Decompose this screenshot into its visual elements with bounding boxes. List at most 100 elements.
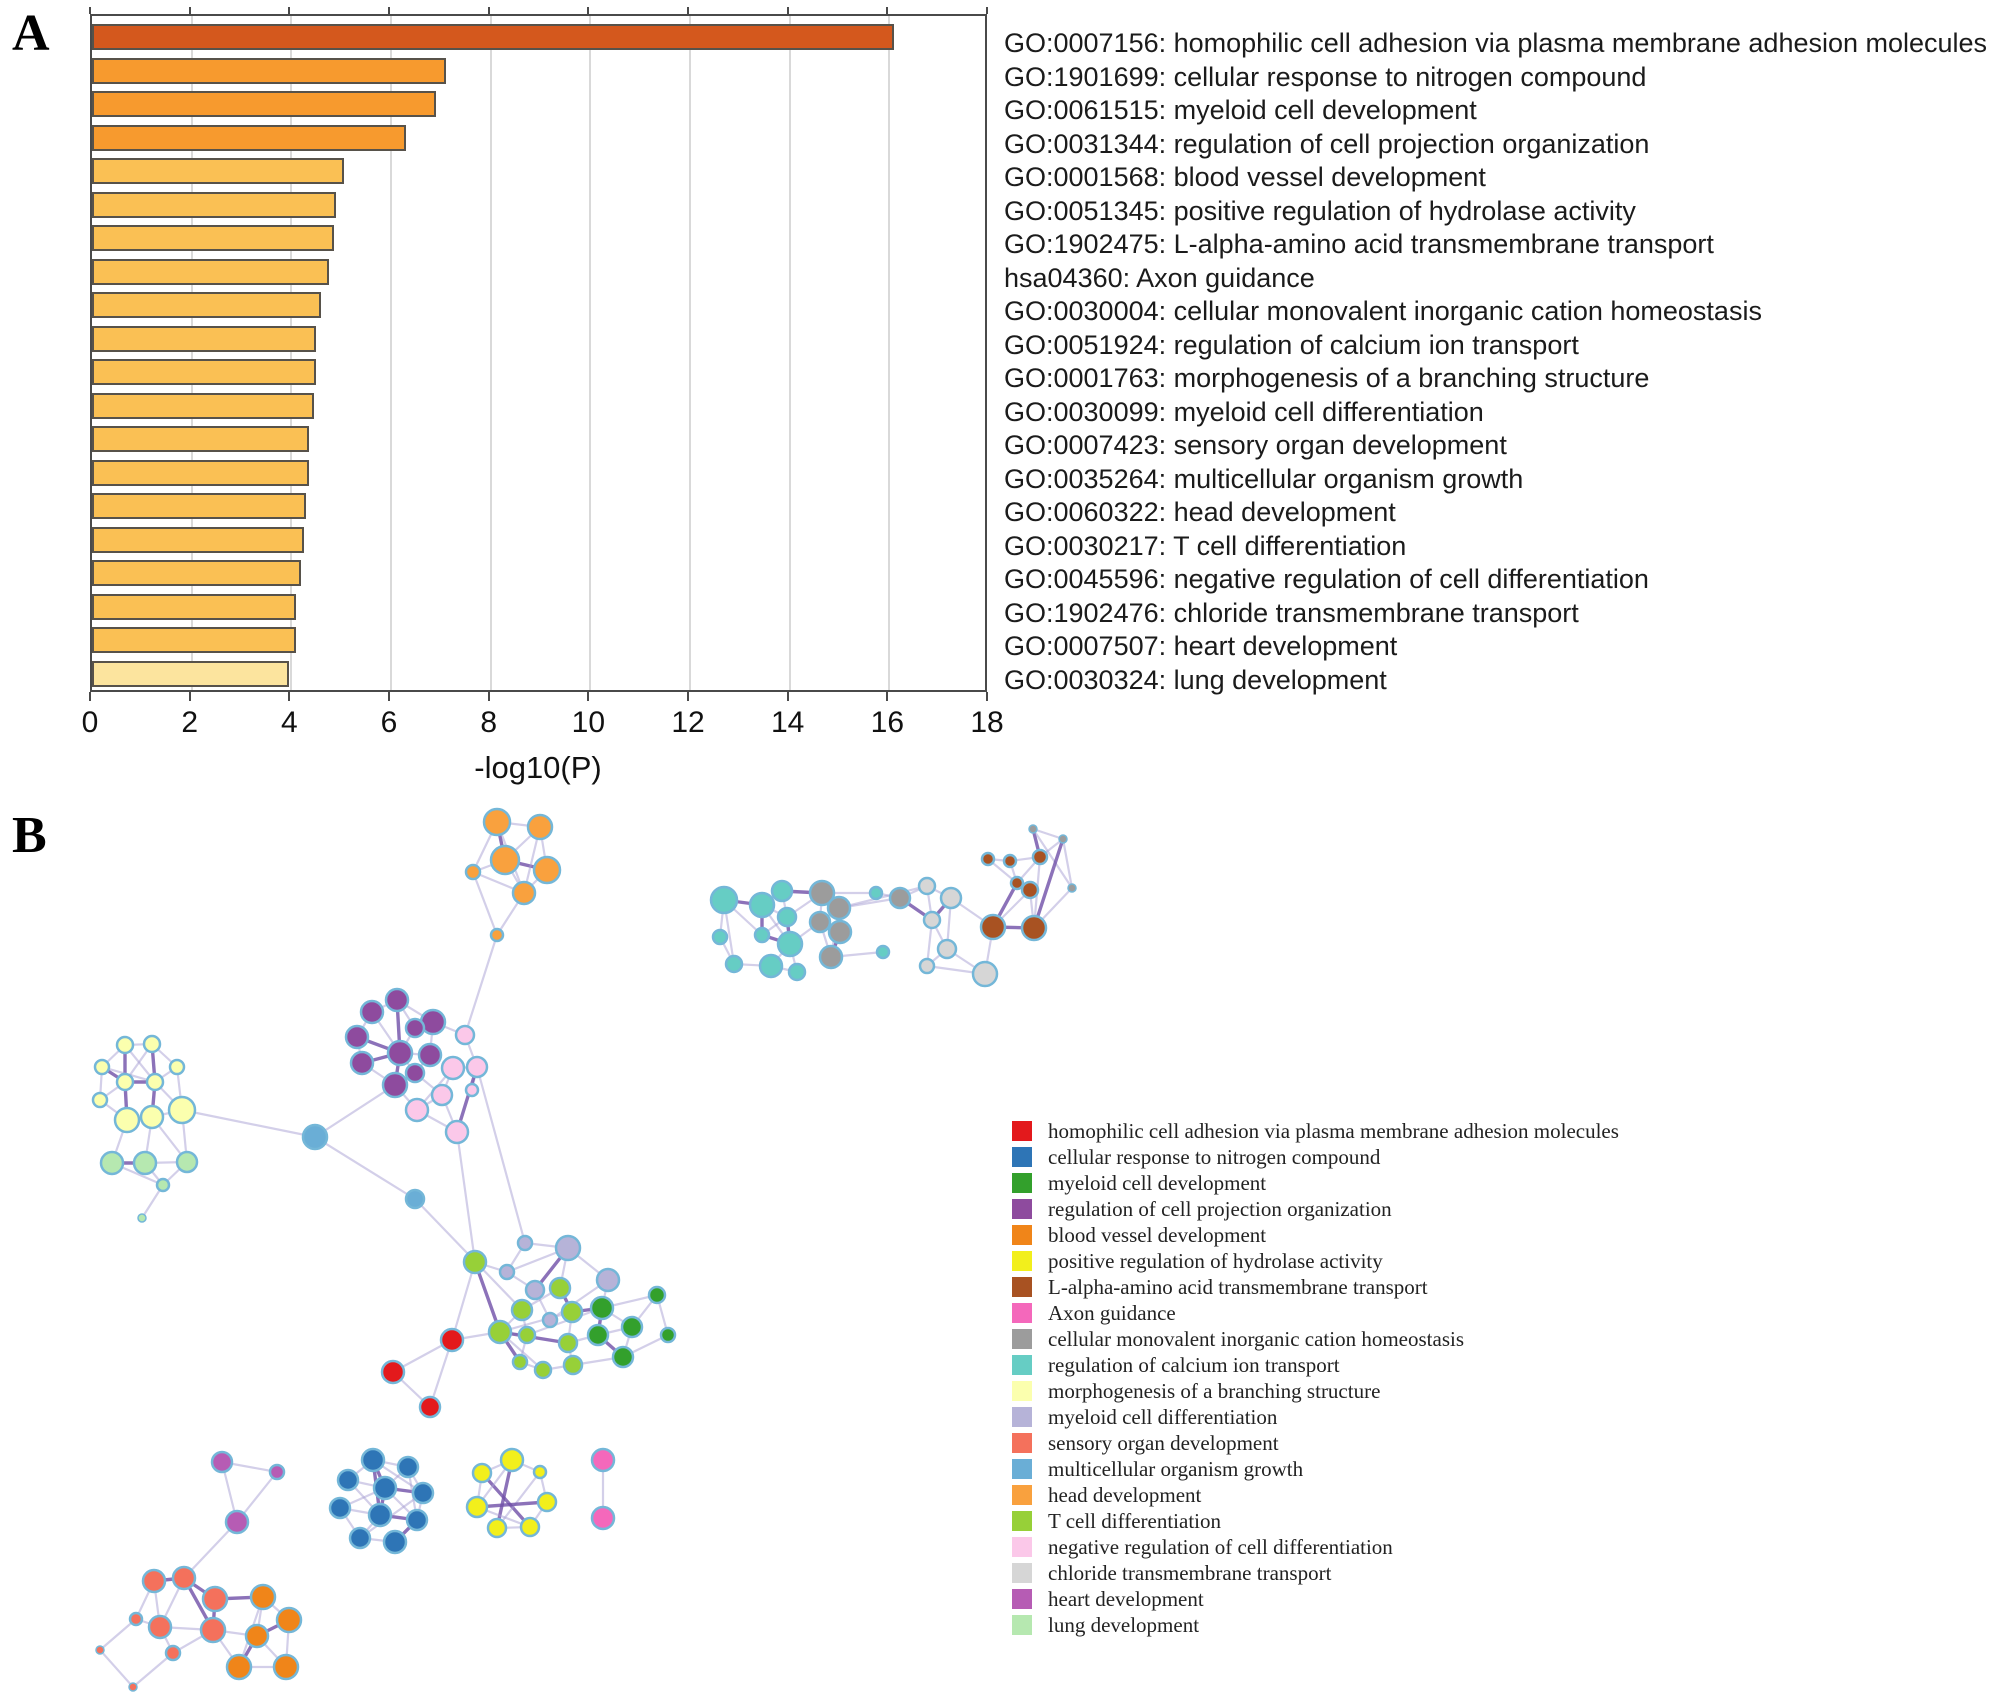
legend-swatch xyxy=(1012,1199,1032,1219)
axis-tick-label: 18 xyxy=(970,706,1004,739)
legend-swatch xyxy=(1012,1433,1032,1453)
bar xyxy=(92,660,289,687)
legend-label: chloride transmembrane transport xyxy=(1048,1561,1332,1585)
network-node xyxy=(1058,834,1068,844)
axis-tick-label: 0 xyxy=(81,706,99,739)
network-node xyxy=(336,1468,360,1492)
bar xyxy=(92,392,314,419)
network-edge xyxy=(473,1260,502,1334)
bar-label: GO:0031344: regulation of cell projectio… xyxy=(1004,128,1650,159)
network-node xyxy=(91,1091,109,1109)
legend-label: L-alpha-amino acid transmembrane transpo… xyxy=(1048,1275,1428,1299)
legend-item: homophilic cell adhesion via plasma memb… xyxy=(1012,1118,1619,1144)
legend-label: head development xyxy=(1048,1483,1202,1507)
gridline xyxy=(689,16,691,690)
network-node xyxy=(659,1326,677,1344)
network-node xyxy=(444,1119,470,1145)
network-node xyxy=(590,1505,616,1531)
legend-label: lung development xyxy=(1048,1613,1200,1637)
axis-tick xyxy=(786,692,789,701)
network-node xyxy=(1067,883,1077,893)
network-node xyxy=(486,1517,508,1539)
legend-item: Axon guidance xyxy=(1012,1300,1176,1326)
bar xyxy=(92,426,309,452)
network-edge xyxy=(837,884,929,910)
legend-swatch xyxy=(1012,1121,1032,1141)
network-edge xyxy=(450,1260,477,1342)
legend-swatch xyxy=(1012,1459,1032,1479)
network-node xyxy=(349,1050,375,1076)
network-node xyxy=(175,1150,199,1174)
axis-tick-label: 14 xyxy=(770,706,805,739)
network-node xyxy=(404,1062,426,1084)
network-node xyxy=(430,1083,454,1107)
network-node xyxy=(709,885,739,915)
network-node xyxy=(489,844,521,876)
axis-tick-label: 2 xyxy=(181,706,198,739)
legend-label: Axon guidance xyxy=(1048,1301,1176,1325)
legend-label: blood vessel development xyxy=(1048,1223,1267,1247)
network-node xyxy=(611,1345,635,1369)
bar-label: GO:1902475: L-alpha-amino acid transmemb… xyxy=(1004,229,1714,259)
network-node xyxy=(171,1565,197,1591)
network-node xyxy=(647,1285,667,1305)
network-node xyxy=(868,885,884,901)
network-node xyxy=(827,919,853,945)
bar xyxy=(92,258,329,285)
bar xyxy=(92,57,446,84)
bar xyxy=(92,91,436,117)
network-node xyxy=(724,954,744,974)
network-edge xyxy=(480,1471,532,1529)
axis-tick-top xyxy=(487,7,490,14)
axis-tick-top xyxy=(886,7,889,14)
bar-label: GO:0030099: myeloid cell differentiation xyxy=(1004,396,1484,427)
axis-tick-label: 16 xyxy=(870,706,905,739)
network-node xyxy=(411,1481,435,1505)
network-node xyxy=(532,855,562,885)
bar-label: GO:0030217: T cell differentiation xyxy=(1004,530,1407,561)
network-node xyxy=(167,1095,197,1125)
network-node xyxy=(980,851,996,867)
bar xyxy=(92,493,307,519)
network-node xyxy=(155,1177,171,1193)
network-node xyxy=(1009,875,1025,891)
legend-swatch xyxy=(1012,1355,1032,1375)
axis-tick-label: 8 xyxy=(480,706,497,739)
network-node xyxy=(1002,853,1018,869)
legend-item: T cell differentiation xyxy=(1012,1508,1221,1534)
network-node xyxy=(417,1042,443,1068)
bar-label: GO:0060322: head development xyxy=(1004,497,1396,527)
bar-label: GO:0030004: cellular monovalent inorgani… xyxy=(1004,296,1762,326)
network-node xyxy=(499,1447,525,1473)
legend-item: multicellular organism growth xyxy=(1012,1456,1303,1482)
network-node xyxy=(301,1123,329,1151)
network-node xyxy=(360,1447,386,1473)
axis-tick xyxy=(487,692,490,701)
network-node xyxy=(462,1249,488,1275)
axis-tick xyxy=(587,692,590,701)
legend-label: myeloid cell development xyxy=(1048,1171,1267,1195)
legend-item: myeloid cell development xyxy=(1012,1170,1266,1196)
network-node xyxy=(541,1311,559,1329)
gridline xyxy=(290,16,293,690)
network-node xyxy=(557,1332,579,1354)
bar-label: GO:0001763: morphogenesis of a branching… xyxy=(1004,363,1650,393)
network-edge xyxy=(1031,827,1074,890)
gridline xyxy=(788,16,791,690)
gridline xyxy=(888,16,891,690)
network-edge xyxy=(471,870,499,937)
legend-label: morphogenesis of a branching structure xyxy=(1048,1379,1381,1403)
legend-label: negative regulation of cell differentiat… xyxy=(1048,1535,1393,1559)
network-node xyxy=(164,1644,182,1662)
bar-label: GO:1902476: chloride transmembrane trans… xyxy=(1004,597,1579,628)
network-node xyxy=(922,910,942,930)
network-node xyxy=(396,1455,420,1479)
network-node xyxy=(142,1034,162,1054)
network-node xyxy=(128,1611,144,1627)
network-node xyxy=(939,886,963,910)
network-node xyxy=(487,1319,513,1345)
axis-tick xyxy=(886,692,889,701)
network-node xyxy=(589,1295,615,1321)
network-node xyxy=(145,1072,165,1092)
network-node xyxy=(465,1055,489,1079)
